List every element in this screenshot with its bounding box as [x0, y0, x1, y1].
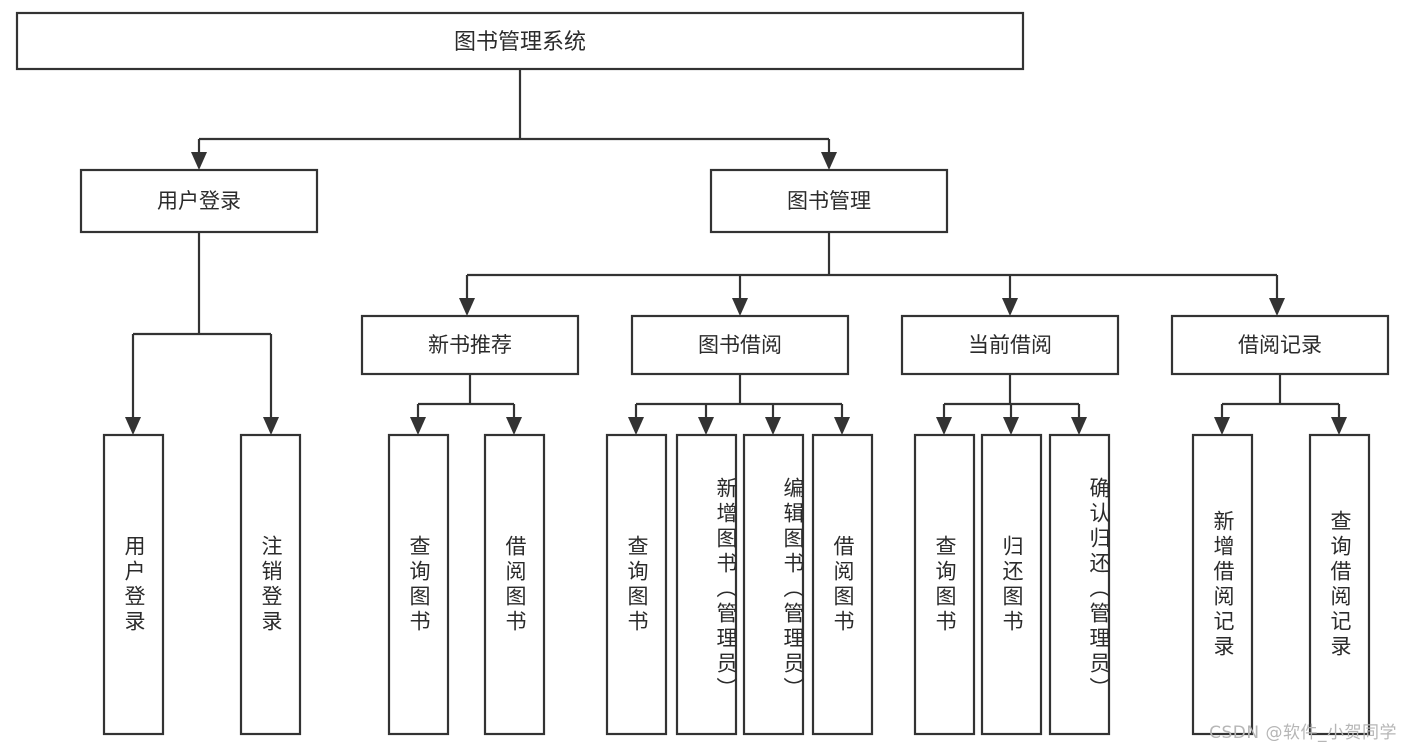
node-book-manage-box[interactable] — [709, 168, 949, 234]
node-borrow-record[interactable]: 借阅记录 — [1170, 314, 1390, 376]
node-borrow-record-box[interactable] — [1170, 314, 1390, 376]
node-current-borrow-box[interactable] — [900, 314, 1120, 376]
arrow-head-book-manage — [821, 152, 837, 170]
node-user-login[interactable]: 用户登录 — [79, 168, 319, 234]
node-leaf-query-book-3-box[interactable] — [913, 433, 976, 736]
node-root-box[interactable] — [15, 11, 1025, 71]
node-book-borrow[interactable]: 图书借阅 — [630, 314, 850, 376]
arrow-head-new-book-rec — [459, 298, 475, 316]
node-leaf-user-login-box[interactable] — [102, 433, 165, 736]
node-new-book-rec-label: 新书推荐 — [428, 333, 512, 357]
node-current-borrow-label: 当前借阅 — [968, 333, 1052, 357]
node-current-borrow[interactable]: 当前借阅 — [900, 314, 1120, 376]
arrow-head-leaf-query-record — [1331, 417, 1347, 435]
node-leaf-query-book-2-box[interactable] — [605, 433, 668, 736]
arrow-head-leaf-confirm-return — [1071, 417, 1087, 435]
arrow-head-leaf-query-book-3 — [936, 417, 952, 435]
node-user-login-label: 用户登录 — [157, 189, 241, 213]
watermark-text: CSDN @软件_小贺同学 — [1209, 723, 1397, 743]
node-leaf-borrow-book-2-box[interactable] — [811, 433, 874, 736]
node-leaf-return-book-box[interactable] — [980, 433, 1043, 736]
arrow-head-book-borrow — [732, 298, 748, 316]
arrow-head-leaf-borrow-book-2 — [834, 417, 850, 435]
leaf-box-group — [102, 433, 1371, 736]
arrow-head-current-borrow — [1002, 298, 1018, 316]
node-root-label: 图书管理系统 — [454, 30, 586, 55]
node-book-manage[interactable]: 图书管理 — [709, 168, 949, 234]
node-leaf-borrow-book-1-box[interactable] — [483, 433, 546, 736]
node-leaf-query-book-1-box[interactable] — [387, 433, 450, 736]
arrow-head-leaf-logout — [263, 417, 279, 435]
node-leaf-confirm-return-box[interactable] — [1048, 433, 1111, 736]
node-borrow-record-label: 借阅记录 — [1238, 333, 1322, 357]
node-root[interactable]: 图书管理系统 — [15, 11, 1025, 71]
arrow-head-leaf-borrow-book-1 — [506, 417, 522, 435]
arrow-head-leaf-return-book — [1003, 417, 1019, 435]
arrow-head-leaf-query-book-1 — [410, 417, 426, 435]
node-book-borrow-box[interactable] — [630, 314, 850, 376]
arrow-head-borrow-record — [1269, 298, 1285, 316]
node-leaf-add-record-box[interactable] — [1191, 433, 1254, 736]
arrow-head-user-login — [191, 152, 207, 170]
connector-group — [125, 69, 1347, 435]
arrow-head-leaf-query-book-2 — [628, 417, 644, 435]
node-leaf-query-record-box[interactable] — [1308, 433, 1371, 736]
node-new-book-rec[interactable]: 新书推荐 — [360, 314, 580, 376]
node-leaf-add-book-box[interactable] — [675, 433, 738, 736]
arrow-head-leaf-edit-book — [765, 417, 781, 435]
node-user-login-box[interactable] — [79, 168, 319, 234]
node-book-borrow-label: 图书借阅 — [698, 333, 782, 357]
node-leaf-logout-box[interactable] — [239, 433, 302, 736]
node-book-manage-label: 图书管理 — [787, 189, 871, 213]
arrow-head-leaf-user-login — [125, 417, 141, 435]
node-new-book-rec-box[interactable] — [360, 314, 580, 376]
arrow-head-leaf-add-book — [698, 417, 714, 435]
arrow-head-leaf-add-record — [1214, 417, 1230, 435]
node-leaf-edit-book-box[interactable] — [742, 433, 805, 736]
